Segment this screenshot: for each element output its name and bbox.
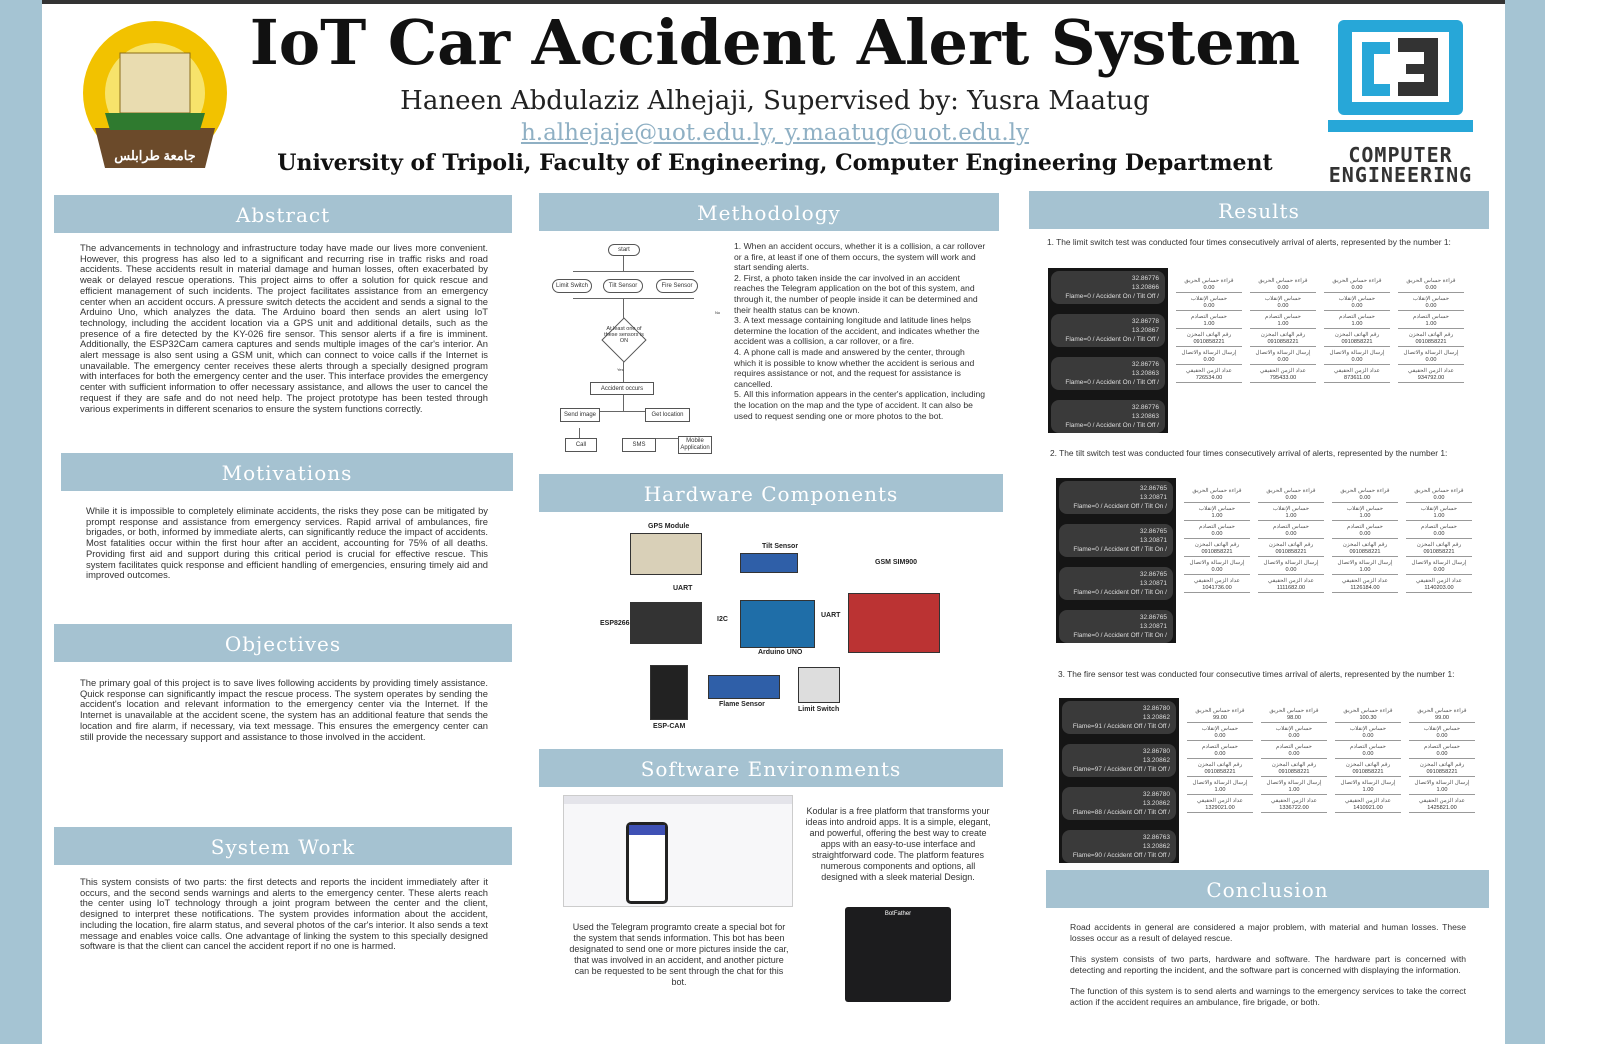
hardware-header: Hardware Components (539, 474, 1003, 512)
poster-border-left (0, 0, 42, 1044)
methodology-header: Methodology (539, 193, 999, 231)
gsm-sim900-image (848, 593, 940, 653)
motivations-text: While it is impossible to completely eli… (86, 505, 488, 581)
flow-send-image: Send image (560, 408, 600, 422)
flow-sms: SMS (622, 438, 656, 452)
system-work-text: This system consists of two parts: the f… (80, 876, 488, 952)
flow-accident-occurs: Accident occurs (590, 382, 654, 395)
kodular-screenshot (563, 795, 793, 907)
flow-fire-sensor: Fire Sensor (656, 279, 698, 293)
hardware-diagram: GPS Module Tilt Sensor UART ESP8266 I2C … (595, 520, 955, 735)
flow-mobile-application: Mobile Application (678, 436, 712, 454)
email-links[interactable]: h.alhejaje@uot.edu.ly, y.maatug@uot.edu.… (520, 120, 1030, 146)
kodular-description: Kodular is a free platform that transfor… (805, 806, 991, 882)
system-work-header: System Work (54, 827, 512, 865)
authors: Haneen Abdulaziz Alhejaji, Supervised by… (400, 86, 1150, 116)
poster-border-right (1505, 0, 1545, 1044)
telegram-botfather-screenshot: BotFather (845, 907, 951, 1002)
gps-module-image (630, 533, 702, 575)
motivations-header: Motivations (61, 453, 513, 491)
abstract-header: Abstract (54, 195, 512, 233)
flow-decision: At least one of these sensors is ON (604, 326, 644, 344)
abstract-text: The advancements in technology and infra… (80, 242, 488, 414)
esp8266-image (630, 602, 702, 644)
university-logo: جامعة طرابلس (75, 18, 235, 178)
objectives-text: The primary goal of this project is to s… (80, 677, 488, 742)
telegram-description: Used the Telegram programto create a spe… (569, 922, 789, 987)
objectives-header: Objectives (54, 624, 512, 662)
esp-cam-image (650, 665, 688, 720)
top-edge (0, 0, 1545, 4)
result-caption: 2. The tilt switch test was conducted fo… (1050, 448, 1448, 458)
flowchart: start Limit Switch Tilt Sensor Fire Sens… (545, 238, 725, 470)
poster-title: IoT Car Accident Alert System (249, 6, 1301, 79)
result-caption: 1. The limit switch test was conducted f… (1047, 237, 1451, 247)
flow-get-location: Get location (645, 408, 690, 422)
results-header: Results (1029, 191, 1489, 229)
university-affiliation: University of Tripoli, Faculty of Engine… (277, 150, 1273, 176)
flow-start: start (608, 244, 640, 256)
flame-sensor-image (708, 675, 780, 699)
conclusion-text: Road accidents in general are considered… (1070, 922, 1466, 1007)
flow-tilt-sensor: Tilt Sensor (603, 279, 643, 293)
flow-limit-switch: Limit Switch (552, 279, 592, 293)
methodology-steps: When an accident occurs, whether it is a… (734, 241, 989, 421)
result-caption: 3. The fire sensor test was conducted fo… (1058, 669, 1455, 679)
software-header: Software Environments (539, 749, 1003, 787)
tilt-sensor-image (740, 553, 798, 573)
arduino-uno-image (740, 600, 815, 648)
limit-switch-image (798, 667, 840, 703)
conclusion-header: Conclusion (1046, 870, 1489, 908)
computer-engineering-logo: COMPUTER ENGINEERING (1328, 20, 1473, 185)
flow-call: Call (565, 438, 597, 452)
